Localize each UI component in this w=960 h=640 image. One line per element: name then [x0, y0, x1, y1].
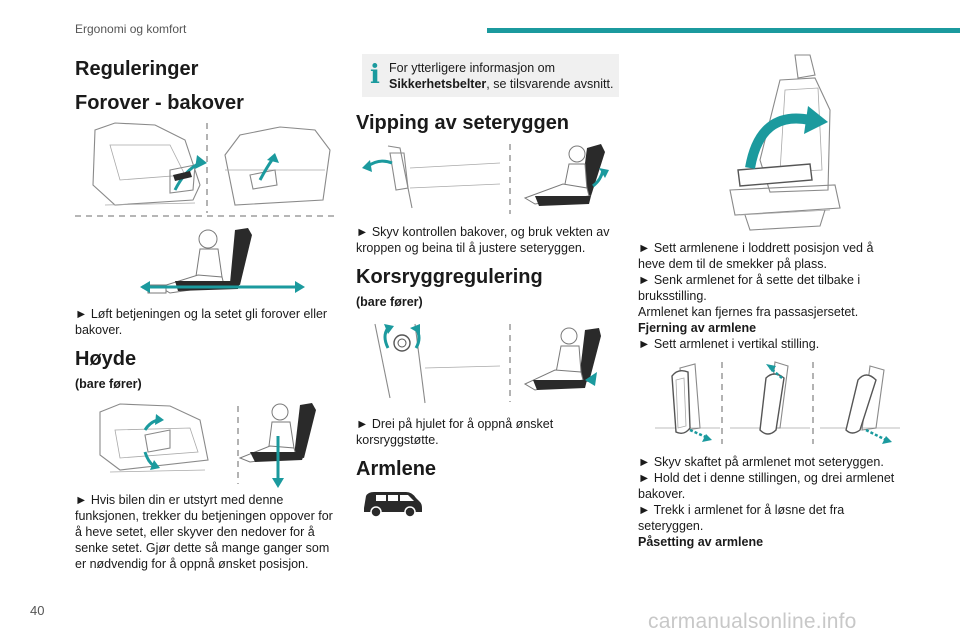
- armrest-raise-step: ► Sett armlenene i loddrett posisjon ved…: [638, 241, 874, 271]
- info-icon: i: [370, 60, 380, 90]
- armrest-lower-step: ► Senk armlenet for å sette det tilbake …: [638, 273, 861, 303]
- recline-illustration: [362, 144, 609, 214]
- info-box-text: For ytterligere informasjon om Sikkerhet…: [389, 61, 614, 91]
- heading-forward-backward: Forover - bakover: [75, 92, 244, 114]
- height-instruction: ► Hvis bilen din er utstyrt med denne fu…: [75, 493, 333, 571]
- heading-lumbar: Korsryggregulering: [356, 266, 543, 288]
- heading-recline: Vipping av seteryggen: [356, 112, 570, 134]
- page-number: 40: [30, 603, 45, 618]
- height-driver-only-note: (bare fører): [75, 377, 142, 391]
- armrest-pull-step: ► Trekk i armlenet for å løsne det fra s…: [638, 503, 845, 533]
- lumbar-illustration: [374, 323, 601, 404]
- watermark: carmanualsonline.info: [648, 610, 857, 633]
- armrest-rotate-step: ► Hold det i denne stillingen, og drei a…: [638, 471, 895, 501]
- section-title-reguleringer: Reguleringer: [75, 58, 199, 80]
- heading-armrest-fitting: Påsetting av armlene: [638, 535, 764, 549]
- armrest-push-shaft-step: ► Skyv skaftet på armlenet mot seterygge…: [638, 455, 884, 469]
- lumbar-driver-only-note: (bare fører): [356, 295, 423, 309]
- heading-height: Høyde: [75, 348, 137, 370]
- armrest-removal-illustration: [655, 361, 900, 444]
- recline-instruction: ► Skyv kontrollen bakover, og bruk vekte…: [356, 225, 610, 255]
- armrest-vertical-step: ► Sett armlenet i vertikal stilling.: [638, 337, 820, 351]
- vehicle-icon: [364, 492, 422, 518]
- info-box: [362, 54, 619, 97]
- armrest-removable-note: Armlenet kan fjernes fra passasjersetet.: [638, 305, 859, 319]
- heading-armrest: Armlene: [356, 458, 437, 480]
- running-header: Ergonomi og komfort: [75, 22, 187, 36]
- heading-armrest-removal: Fjerning av armlene: [638, 321, 757, 335]
- header-accent-bar: [487, 28, 960, 33]
- lumbar-instruction: ► Drei på hjulet for å oppnå ønsket kors…: [356, 417, 554, 447]
- forward-backward-illustration: [75, 122, 335, 294]
- armrest-raise-illustration: [729, 54, 841, 231]
- height-illustration: [99, 403, 316, 488]
- armrest-instructions-bottom: ► Skyv skaftet på armlenet mot seterygge…: [638, 454, 903, 550]
- forward-backward-instruction: ► Løft betjeningen og la setet gli forov…: [75, 307, 328, 337]
- armrest-instructions-top: ► Sett armlenene i loddrett posisjon ved…: [638, 240, 903, 352]
